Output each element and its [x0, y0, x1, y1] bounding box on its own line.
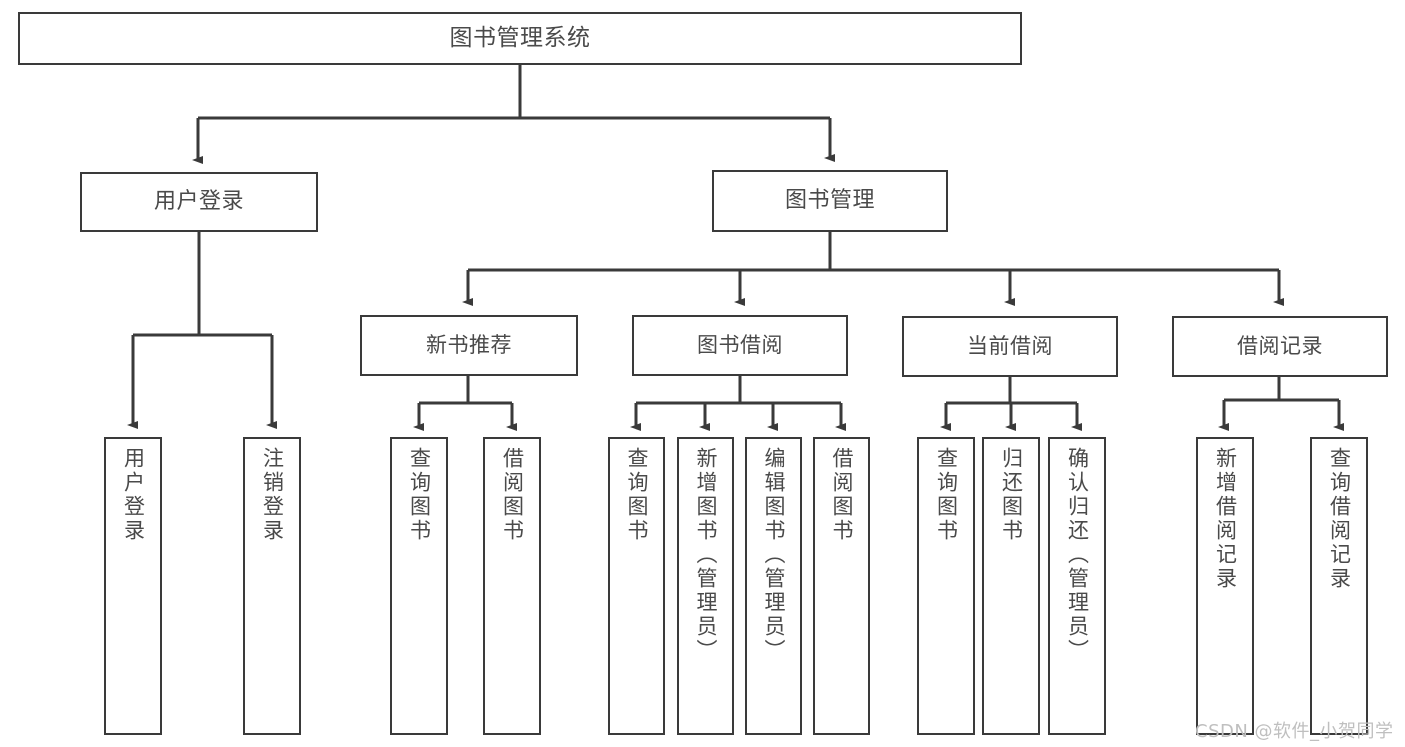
node-leaf-add-book-label: 新增图书（管理员）: [694, 447, 718, 663]
node-book-manage[interactable]: 图书管理: [712, 170, 948, 232]
node-leaf-current-query-book[interactable]: 查询图书: [917, 437, 975, 735]
node-leaf-add-book[interactable]: 新增图书（管理员）: [677, 437, 734, 735]
node-leaf-add-borrow-record-label: 新增借阅记录: [1213, 447, 1238, 591]
node-book-borrow[interactable]: 图书借阅: [632, 315, 848, 376]
node-leaf-user-login[interactable]: 用户登录: [104, 437, 162, 735]
node-leaf-newbook-query-book[interactable]: 查询图书: [390, 437, 448, 735]
node-leaf-return-book[interactable]: 归还图书: [982, 437, 1040, 735]
node-leaf-confirm-return[interactable]: 确认归还（管理员）: [1048, 437, 1106, 735]
node-user-login-label: 用户登录: [153, 189, 244, 215]
node-book-manage-label: 图书管理: [784, 188, 875, 214]
node-leaf-borrow-book[interactable]: 借阅图书: [813, 437, 870, 735]
node-leaf-current-query-book-label: 查询图书: [934, 447, 959, 543]
node-leaf-newbook-borrow-book-label: 借阅图书: [500, 447, 525, 543]
node-borrow-record[interactable]: 借阅记录: [1172, 316, 1388, 377]
node-current-borrow-label: 当前借阅: [967, 334, 1053, 359]
node-leaf-borrow-query-book-label: 查询图书: [625, 447, 649, 543]
node-leaf-newbook-query-book-label: 查询图书: [407, 447, 432, 543]
node-user-login[interactable]: 用户登录: [80, 172, 318, 232]
node-leaf-logout[interactable]: 注销登录: [243, 437, 301, 735]
node-leaf-logout-label: 注销登录: [260, 447, 285, 543]
csdn-watermark: CSDN @软件_小贺同学: [1195, 721, 1394, 742]
node-root-label: 图书管理系统: [449, 25, 591, 52]
node-leaf-borrow-query-book[interactable]: 查询图书: [608, 437, 665, 735]
node-leaf-query-borrow-record-label: 查询借阅记录: [1327, 447, 1352, 591]
node-leaf-borrow-book-label: 借阅图书: [830, 447, 854, 543]
node-book-borrow-label: 图书借阅: [697, 333, 783, 358]
node-leaf-return-book-label: 归还图书: [999, 447, 1024, 543]
node-leaf-edit-book-label: 编辑图书（管理员）: [762, 447, 786, 663]
node-root[interactable]: 图书管理系统: [18, 12, 1022, 65]
node-leaf-add-borrow-record[interactable]: 新增借阅记录: [1196, 437, 1254, 735]
node-leaf-newbook-borrow-book[interactable]: 借阅图书: [483, 437, 541, 735]
node-leaf-edit-book[interactable]: 编辑图书（管理员）: [745, 437, 802, 735]
node-borrow-record-label: 借阅记录: [1237, 334, 1323, 359]
node-new-book-recommend[interactable]: 新书推荐: [360, 315, 578, 376]
node-current-borrow[interactable]: 当前借阅: [902, 316, 1118, 377]
node-leaf-confirm-return-label: 确认归还（管理员）: [1065, 447, 1090, 663]
node-leaf-user-login-label: 用户登录: [121, 447, 146, 543]
node-leaf-query-borrow-record[interactable]: 查询借阅记录: [1310, 437, 1368, 735]
node-new-book-recommend-label: 新书推荐: [426, 333, 512, 358]
